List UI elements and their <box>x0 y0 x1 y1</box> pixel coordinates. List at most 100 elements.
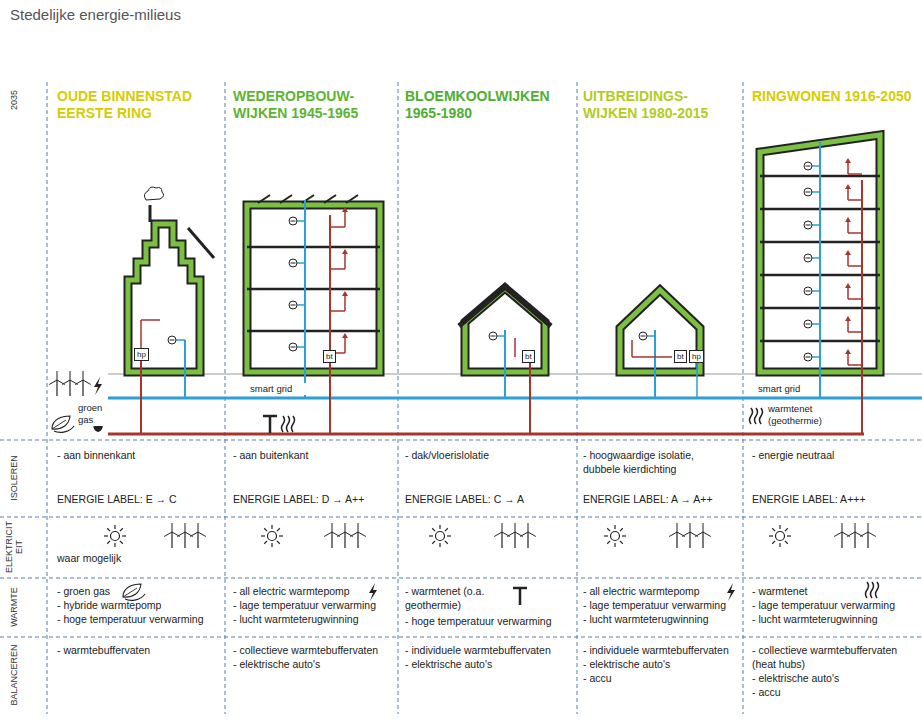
heat-arrow <box>342 249 348 254</box>
heating-pipe <box>344 337 346 353</box>
turbine-blade <box>198 523 199 532</box>
illustration-stroke <box>750 408 753 424</box>
sun-ray <box>772 528 775 531</box>
turbine-mast <box>82 380 83 396</box>
heating-pipe <box>330 310 345 312</box>
turbine-blade <box>690 523 691 532</box>
geothermal-drill-icon <box>513 588 527 605</box>
building-outline <box>128 224 200 372</box>
device-box: bt <box>674 350 687 363</box>
illustration-stroke <box>871 582 874 598</box>
sun-ray <box>277 541 280 544</box>
power-outlet <box>489 332 497 340</box>
network-label-group: groen gas <box>78 402 108 426</box>
table-cell: - hoogwaardige isolatie, dubbele kierdic… <box>583 448 733 476</box>
heat-connection <box>329 360 331 434</box>
row-label: ISOLEREN <box>9 443 19 513</box>
power-outlet <box>804 320 812 328</box>
illustration-stroke <box>436 532 445 541</box>
illustration-stroke <box>287 416 290 432</box>
table-cell: - hoge temperatuur verwarming <box>405 614 573 628</box>
sun-icon <box>429 525 451 547</box>
turbine-blade <box>164 532 172 537</box>
table-cell: - lage temperatuur verwarming <box>233 598 393 612</box>
turbine-mast <box>56 380 57 396</box>
table-cell-group: - groen gas- hybride warmtepomp- hoge te… <box>57 584 222 626</box>
terraced-house <box>459 287 551 434</box>
row-divider <box>0 578 922 579</box>
sun-ray <box>779 543 780 547</box>
table-cell: waar mogelijk <box>57 551 157 565</box>
column-header: OUDE BINNENSTAD EERSTE RING <box>57 88 222 122</box>
turbine-blade <box>520 532 528 537</box>
table-cell-group: - dak/vloerislolatie <box>405 448 570 462</box>
power-outlet <box>289 259 297 267</box>
sun-ray <box>279 535 283 536</box>
turbine-blade <box>49 380 57 385</box>
table-cell-group: - collectieve warmtebuffervaten- elektri… <box>233 643 395 671</box>
sun-ray <box>607 528 610 531</box>
turbine-blade <box>70 371 71 380</box>
sun-ray <box>264 528 267 531</box>
heating-pipe <box>140 320 142 350</box>
heating-pipe <box>344 211 346 227</box>
sun-ray <box>261 535 265 536</box>
heat-icon <box>282 416 295 432</box>
electric-branch <box>812 191 820 193</box>
device-box: hp <box>134 348 149 361</box>
network-label-group: smart grid <box>250 383 310 395</box>
heating-pipe <box>847 188 849 200</box>
table-cell: - lage temperatuur verwarming <box>752 598 917 612</box>
table-cell: - dak/vloerislolatie <box>405 448 570 462</box>
illustration-stroke <box>282 416 285 432</box>
table-cell: - warmtebuffervaten <box>57 643 222 657</box>
table-cell-group: - warmtenet- lage temperatuur verwarming… <box>752 584 917 626</box>
turbine-blade <box>62 380 70 385</box>
heat-icon <box>866 582 879 598</box>
outlet-mark <box>806 166 811 167</box>
sun-ray <box>787 535 791 536</box>
turbine-blade <box>669 532 677 537</box>
illustration-stroke <box>111 532 120 541</box>
turbine-mast <box>854 532 855 548</box>
power-outlet <box>804 254 812 262</box>
table-cell-group: - hoogwaardige isolatie, dubbele kierdic… <box>583 448 733 476</box>
turbine-blade <box>677 523 678 532</box>
table-cell-group: - aan buitenkant <box>233 448 393 462</box>
table-cell: - lage temperatuur verwarming <box>583 598 741 612</box>
turbine-blade <box>703 532 711 537</box>
turbine-blade <box>834 532 842 537</box>
column-header: WEDEROPBOUW- WIJKEN 1945-1965 <box>233 88 393 122</box>
sun-ray <box>785 541 788 544</box>
leaf-icon <box>52 416 74 432</box>
turbine-blade <box>172 523 173 532</box>
row-label: WARMTE <box>9 579 19 635</box>
table-cell: - all electric warmtepomp <box>233 584 393 598</box>
heating-pipe <box>631 340 633 357</box>
roof-solar-panel <box>346 195 358 203</box>
heat-arrow <box>342 207 348 212</box>
illustration-stroke <box>755 408 758 424</box>
energy-label: ENERGIE LABEL: D → A++ <box>233 492 393 506</box>
power-outlet <box>639 332 647 340</box>
sun-ray <box>439 543 440 547</box>
sun-ray <box>604 535 608 536</box>
sun-ray <box>620 528 623 531</box>
network-label: warmtenet (geothermie) <box>768 403 846 427</box>
sun-ray <box>271 543 272 547</box>
turbine-blade <box>528 532 536 537</box>
heat-icon <box>750 408 763 424</box>
floor <box>247 330 380 333</box>
column-header-group: UITBREIDINGS- WIJKEN 1980-2015 <box>583 88 738 122</box>
electric-branch <box>297 346 305 348</box>
device-label: bt <box>677 352 684 361</box>
sun-ray <box>107 541 110 544</box>
sun-ray <box>107 528 110 531</box>
electric-branch <box>297 220 305 222</box>
electric-riser <box>184 340 186 398</box>
heating-riser <box>861 180 863 434</box>
device-label: bt <box>525 352 532 361</box>
sun-icon <box>261 525 283 547</box>
table-cell-group: - energie neutraal <box>752 448 912 462</box>
